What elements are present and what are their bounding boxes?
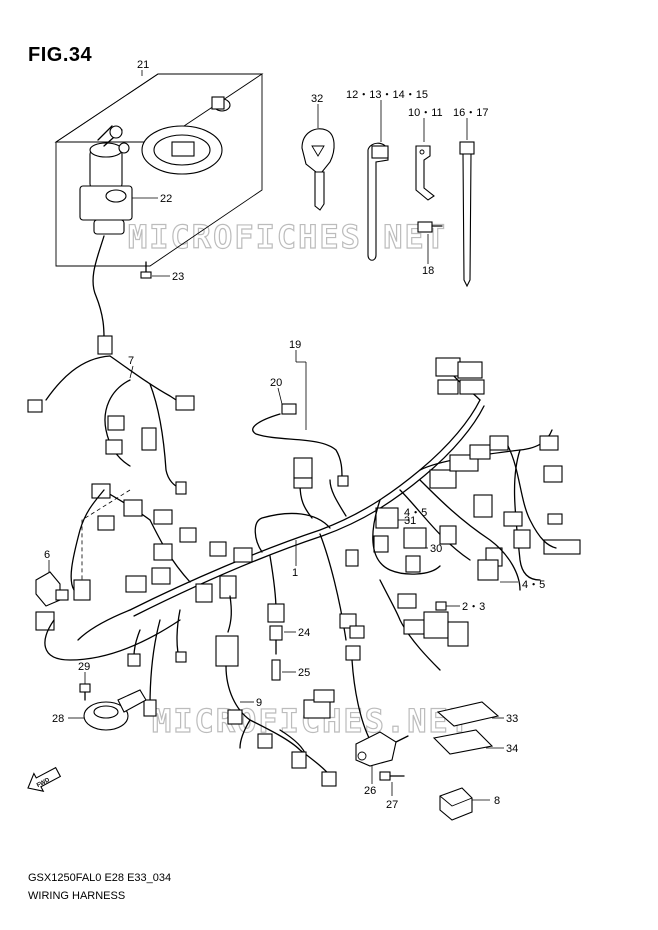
fuse-25 bbox=[271, 659, 281, 681]
callout-16-17: 16・17 bbox=[453, 107, 488, 119]
fwd-arrow-icon: FWD bbox=[27, 766, 62, 792]
wire-clamp bbox=[367, 142, 389, 261]
callout-21: 21 bbox=[137, 59, 149, 71]
reference-line-left bbox=[81, 489, 131, 580]
sub-wiring-harness-9 bbox=[215, 635, 337, 787]
harness-clamp bbox=[415, 145, 435, 201]
bolt-27 bbox=[379, 771, 405, 781]
callout-24: 24 bbox=[298, 627, 310, 639]
callout-19: 19 bbox=[289, 339, 301, 351]
key-blank bbox=[301, 128, 335, 211]
sensor-26 bbox=[355, 731, 409, 767]
connector-6 bbox=[35, 571, 69, 607]
callout-26: 26 bbox=[364, 785, 376, 797]
callout-25: 25 bbox=[298, 667, 310, 679]
callout-12-15: 12・13・14・15 bbox=[346, 89, 428, 101]
ignition-switch-set-box bbox=[54, 73, 264, 279]
callout-33: 33 bbox=[506, 713, 518, 725]
callout-32: 32 bbox=[311, 93, 323, 105]
figure-code: GSX1250FAL0 E28 E33_034 bbox=[28, 872, 172, 884]
callout-8: 8 bbox=[494, 795, 500, 807]
callout-2-3: 2・3 bbox=[462, 601, 485, 613]
callout-10-11: 10・11 bbox=[408, 107, 443, 119]
figure-title: FIG.34 bbox=[28, 44, 93, 66]
horn-28 bbox=[83, 689, 147, 731]
watermark-top: MICROFICHES.NET bbox=[128, 218, 447, 256]
callout-30: 30 bbox=[430, 543, 442, 555]
callout-20: 20 bbox=[270, 377, 282, 389]
callout-1: 1 bbox=[292, 567, 298, 579]
bolt-29 bbox=[79, 683, 91, 701]
cover-8 bbox=[439, 787, 473, 821]
callout-7: 7 bbox=[128, 355, 134, 367]
callout-31: 31 bbox=[404, 515, 416, 527]
callout-23: 23 bbox=[172, 271, 184, 283]
callout-27: 27 bbox=[386, 799, 398, 811]
main-wiring-harness bbox=[35, 357, 581, 741]
ignition-lead-wire bbox=[92, 235, 105, 339]
cable-tie bbox=[459, 141, 475, 288]
figure-name: WIRING HARNESS bbox=[28, 890, 126, 902]
callout-34: 34 bbox=[506, 743, 518, 755]
callout-6: 6 bbox=[44, 549, 50, 561]
switch-24 bbox=[269, 625, 283, 655]
callout-4-5-upper: 4・5 bbox=[404, 507, 427, 519]
callout-18: 18 bbox=[422, 265, 434, 277]
callout-9: 9 bbox=[256, 697, 262, 709]
callout-4-5-lower: 4・5 bbox=[522, 579, 545, 591]
callout-28: 28 bbox=[52, 713, 64, 725]
screw bbox=[417, 221, 443, 233]
sheet-33 bbox=[436, 701, 500, 727]
sheet-34 bbox=[432, 729, 494, 755]
callout-22: 22 bbox=[160, 193, 172, 205]
sub-wiring-harness-7 bbox=[27, 355, 195, 495]
callout-29: 29 bbox=[78, 661, 90, 673]
